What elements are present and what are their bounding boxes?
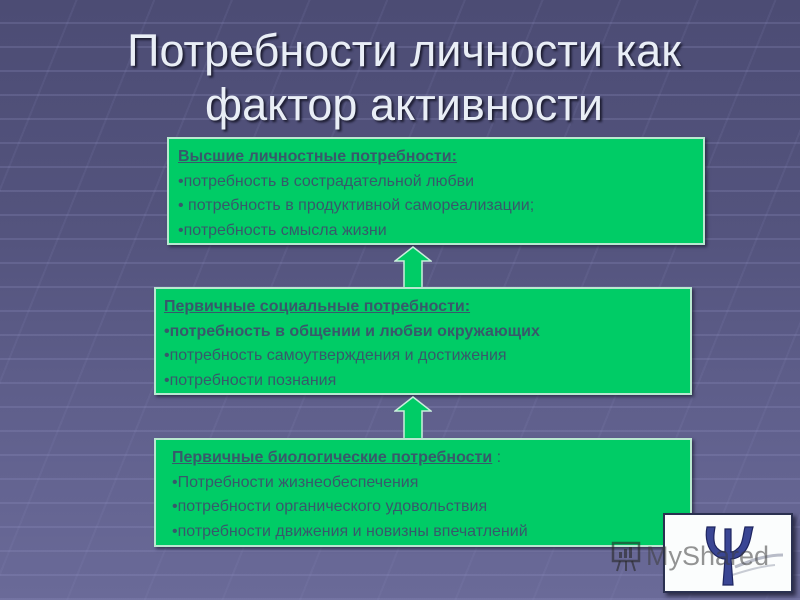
list-item: • потребность в продуктивной самореализа…: [178, 197, 535, 214]
list-item: •потребности органического удовольствия: [172, 498, 488, 515]
box-heading-suffix: :: [492, 449, 502, 466]
list-item: •Потребности жизнеобеспечения: [172, 473, 419, 491]
list-item: •потребность в сострадательной любви: [178, 172, 475, 190]
list-item: •потребность смысла жизни: [178, 221, 387, 239]
box-heading-row: Первичные биологические потребности :: [172, 446, 690, 471]
biological-needs-box: Первичные биологические потребности : •П…: [154, 438, 692, 547]
psi-logo-icon: [705, 526, 784, 586]
box-heading: Первичные биологические потребности: [172, 449, 493, 466]
box-heading: Первичные социальные потребности:: [164, 298, 471, 315]
psi-logo: [663, 513, 793, 593]
list-item: •потребности движения и новизны впечатле…: [172, 522, 528, 540]
box-heading: Высшие личностные потребности:: [178, 148, 457, 165]
list-item: •потребность в общении и любви окружающи…: [164, 322, 540, 340]
social-needs-box: Первичные социальные потребности: •потре…: [154, 287, 692, 395]
title-line-1: Потребности личности как: [127, 25, 681, 76]
higher-needs-box: Высшие личностные потребности: •потребно…: [167, 137, 705, 245]
arrow-up-icon: [394, 396, 432, 440]
list-item: •потребности познания: [164, 371, 337, 389]
slide-title: Потребности личности как фактор активнос…: [0, 24, 800, 132]
arrow-up-icon: [394, 246, 432, 290]
list-item: •потребность самоутверждения и достижени…: [164, 347, 507, 364]
title-line-2: фактор активности: [205, 79, 603, 130]
